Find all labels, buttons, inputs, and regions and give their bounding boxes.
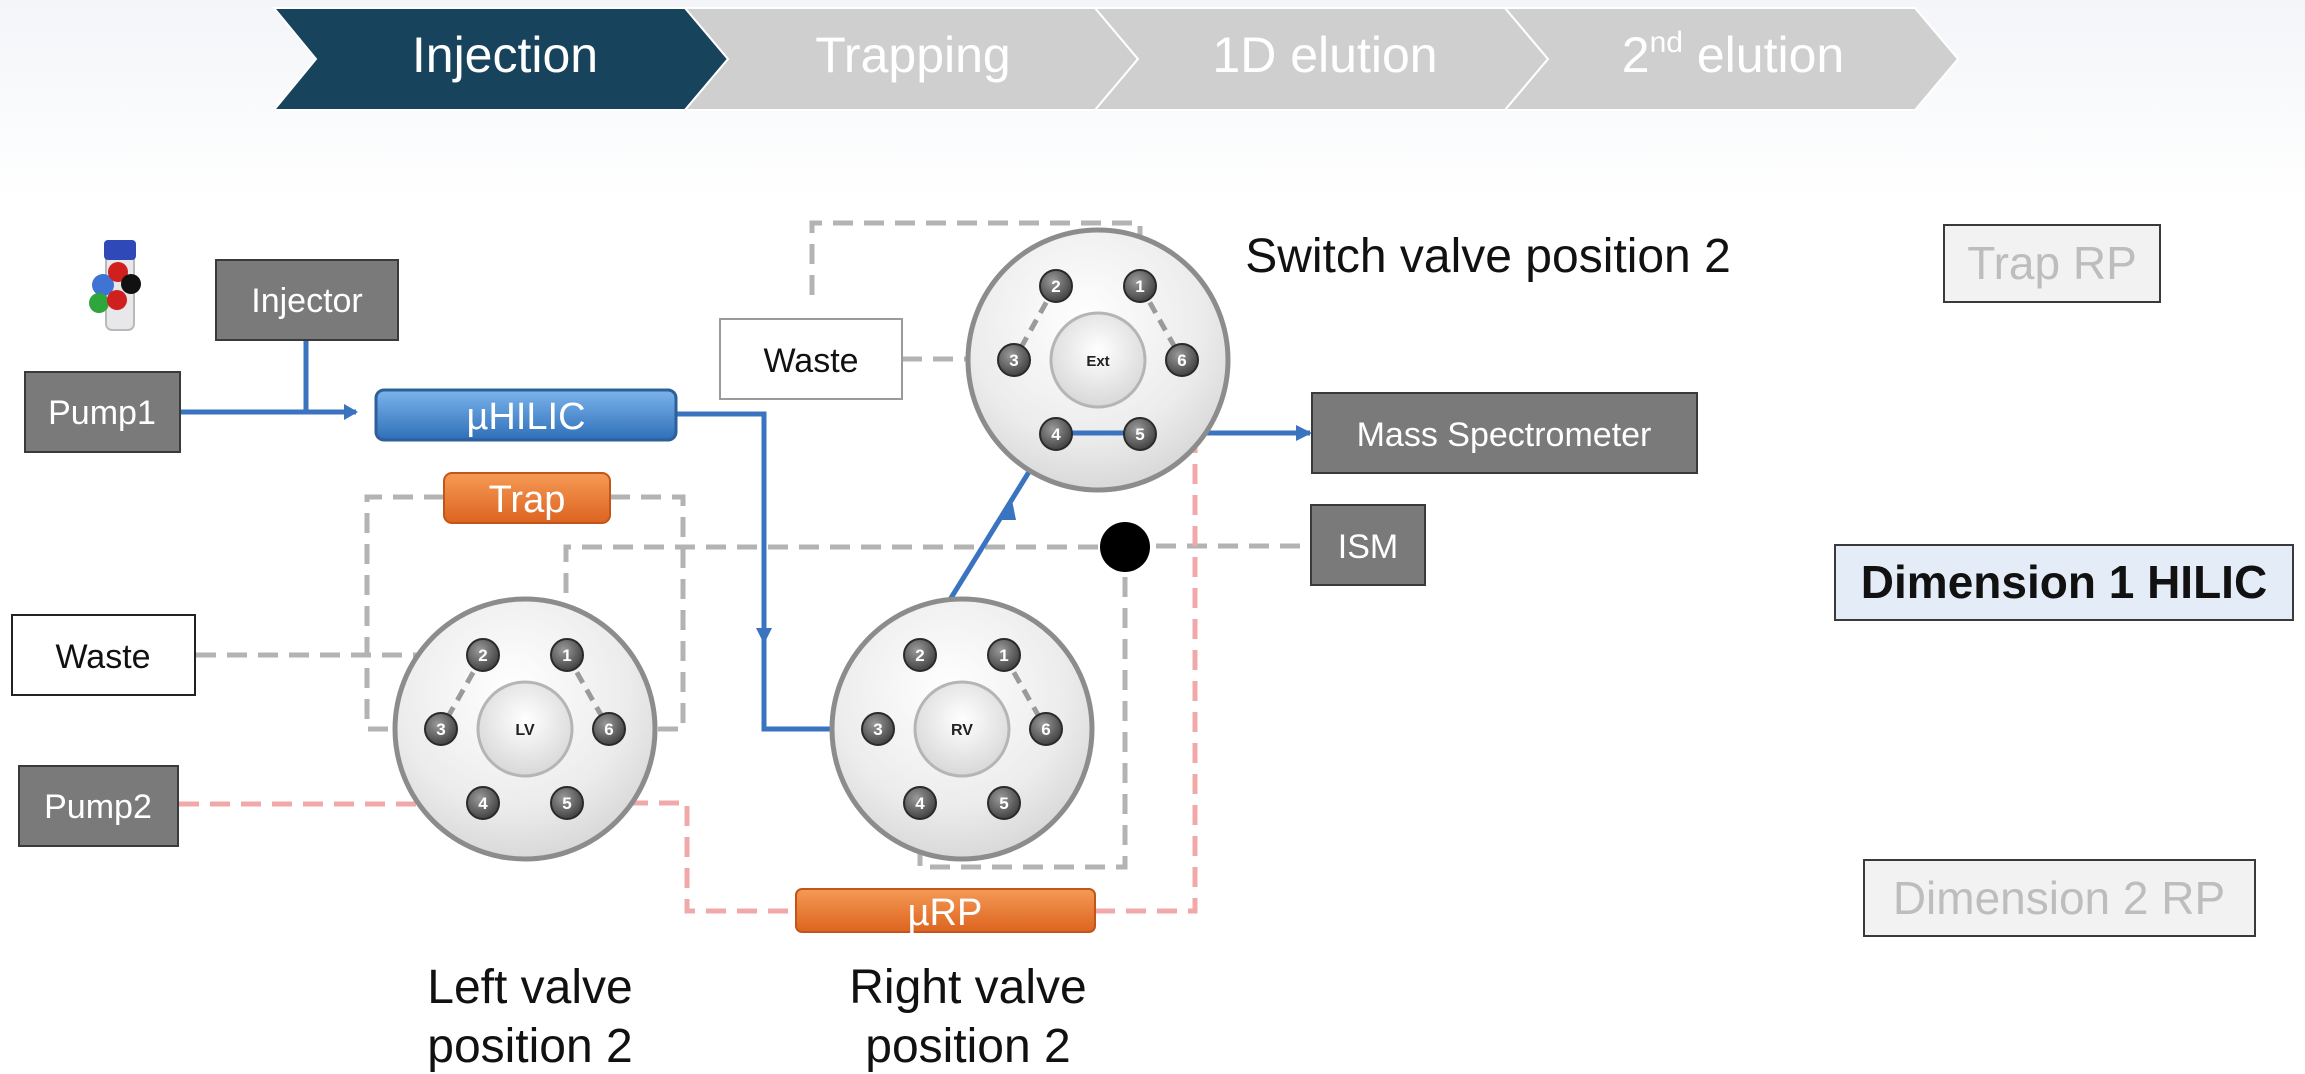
step-1d-elution[interactable]: 1D elution xyxy=(1092,7,1550,111)
switch-valve-port-3: 3 xyxy=(997,343,1031,377)
left-valve-port-2: 2 xyxy=(466,638,500,672)
left-valve-port-label: 4 xyxy=(478,794,488,813)
switch-valve-port-label: 2 xyxy=(1051,277,1060,296)
right-valve-port-3: 3 xyxy=(861,712,895,746)
step-injection[interactable]: Injection xyxy=(271,7,730,111)
trap-column[interactable]: Trap xyxy=(443,472,611,524)
right-valve-port-1: 1 xyxy=(987,638,1021,672)
legend-trap-rp-label: Trap RP xyxy=(1967,237,2137,289)
step-trapping-label: Trapping xyxy=(815,27,1010,83)
right-valve-port-4: 4 xyxy=(903,786,937,820)
switch-valve-ports: 1 2 3 4 5 6 xyxy=(997,269,1199,451)
hilic-column[interactable]: µHILIC xyxy=(374,388,678,442)
left-valve-hub xyxy=(476,680,574,778)
ism-box[interactable]: ISM xyxy=(1310,504,1426,586)
switch-valve-port-label: 3 xyxy=(1009,351,1018,370)
rp-column-label: µRP xyxy=(908,892,983,934)
left-valve-port-4: 4 xyxy=(466,786,500,820)
right-valve-ports: 1 2 3 4 5 6 xyxy=(861,638,1063,820)
left-valve-port-3: 3 xyxy=(424,712,458,746)
left-valve[interactable]: LV xyxy=(392,596,658,862)
switch-valve-port-1: 1 xyxy=(1123,269,1157,303)
injector-box[interactable]: Injector xyxy=(215,259,399,341)
legend-dimension1-label: Dimension 1 HILIC xyxy=(1861,556,2267,608)
pump2-label: Pump2 xyxy=(44,788,152,826)
left-valve-port-1: 1 xyxy=(550,638,584,672)
switch-valve-port-4: 4 xyxy=(1039,417,1073,451)
right-valve[interactable]: RV xyxy=(829,596,1095,862)
switch-valve-port-label: 5 xyxy=(1135,425,1144,444)
switch-valve-port-label: 6 xyxy=(1177,351,1186,370)
left-valve-port-label: 2 xyxy=(478,646,487,665)
left-valve-center-label: LV xyxy=(515,722,535,739)
left-valve-port-6: 6 xyxy=(592,712,626,746)
mass-spectrometer-label: Mass Spectrometer xyxy=(1357,416,1652,454)
hilic-column-label: µHILIC xyxy=(466,396,585,438)
switch-valve-caption: Switch valve position 2 xyxy=(1245,230,1731,283)
left-valve-port-label: 1 xyxy=(562,646,571,665)
step-trapping[interactable]: Trapping xyxy=(682,7,1140,111)
injector-label: Injector xyxy=(251,282,363,320)
ism-label: ISM xyxy=(1338,528,1398,566)
legend-dimension1[interactable]: Dimension 1 HILIC xyxy=(1834,544,2294,621)
switch-valve[interactable]: Ext xyxy=(965,227,1231,493)
waste-top-box[interactable]: Waste xyxy=(719,318,903,400)
switch-valve-port-6: 6 xyxy=(1165,343,1199,377)
switch-valve-port-2: 2 xyxy=(1039,269,1073,303)
right-valve-port-label: 1 xyxy=(999,646,1008,665)
switch-valve-hub xyxy=(1049,311,1147,409)
waste-top-label: Waste xyxy=(763,342,858,380)
left-valve-ports: 1 2 3 4 5 6 xyxy=(424,638,626,820)
step-2nd-elution-label: 2nd elution xyxy=(1622,26,1844,83)
right-valve-port-2: 2 xyxy=(903,638,937,672)
pump1-label: Pump1 xyxy=(48,394,156,432)
pump1-box[interactable]: Pump1 xyxy=(24,371,181,453)
switch-valve-center-label: Ext xyxy=(1086,353,1109,370)
left-valve-port-label: 5 xyxy=(562,794,571,813)
step-banner: Injection Trapping 1D elution 2nd elutio… xyxy=(271,7,1960,111)
right-valve-center-label: RV xyxy=(951,722,973,739)
waste-left-box[interactable]: Waste xyxy=(11,614,196,696)
left-valve-caption-line2: position 2 xyxy=(427,1020,632,1073)
step-injection-label: Injection xyxy=(412,27,598,83)
right-valve-port-5: 5 xyxy=(987,786,1021,820)
tee-junction-dot xyxy=(1100,522,1150,572)
right-valve-port-label: 4 xyxy=(915,794,925,813)
right-valve-port-6: 6 xyxy=(1029,712,1063,746)
right-valve-port-label: 5 xyxy=(999,794,1008,813)
left-valve-caption-line1: Left valve xyxy=(427,961,632,1014)
left-valve-port-label: 3 xyxy=(436,720,445,739)
right-valve-hub xyxy=(913,680,1011,778)
right-valve-caption-line2: position 2 xyxy=(865,1020,1070,1073)
right-valve-port-label: 6 xyxy=(1041,720,1050,739)
rp-column[interactable]: µRP xyxy=(795,888,1096,934)
right-valve-port-label: 3 xyxy=(873,720,882,739)
mass-spectrometer-box[interactable]: Mass Spectrometer xyxy=(1311,392,1698,474)
legend-trap-rp[interactable]: Trap RP xyxy=(1943,224,2161,303)
right-valve-caption-line1: Right valve xyxy=(849,961,1086,1014)
left-valve-port-5: 5 xyxy=(550,786,584,820)
step-1d-elution-label: 1D elution xyxy=(1212,27,1437,83)
sample-vial-icon xyxy=(89,240,141,331)
flow-arrowheads xyxy=(344,404,1312,644)
right-valve-port-label: 2 xyxy=(915,646,924,665)
step-2nd-elution[interactable]: 2nd elution xyxy=(1502,7,1960,111)
legend-dimension2-label: Dimension 2 RP xyxy=(1893,872,2225,924)
legend-dimension2[interactable]: Dimension 2 RP xyxy=(1863,859,2256,937)
waste-left-label: Waste xyxy=(55,638,150,676)
switch-valve-port-5: 5 xyxy=(1123,417,1157,451)
switch-valve-port-label: 1 xyxy=(1135,277,1144,296)
left-valve-port-label: 6 xyxy=(604,720,613,739)
switch-valve-port-label: 4 xyxy=(1051,425,1061,444)
trap-column-label: Trap xyxy=(489,479,566,521)
pump2-box[interactable]: Pump2 xyxy=(18,765,179,847)
